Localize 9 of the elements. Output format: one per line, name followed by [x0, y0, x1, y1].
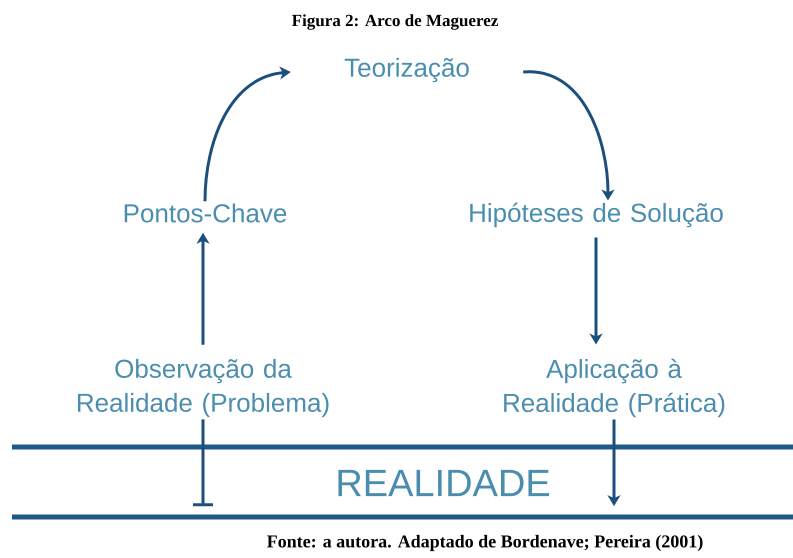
reality-band: REALIDADE	[12, 444, 793, 520]
arrow	[193, 419, 213, 506]
stage-label: Aplicação à Realidade (Prática)	[504, 358, 724, 418]
source-caption: Fonte: a autora. Adaptado de Bordenave; Pereira (2001)	[267, 534, 703, 552]
stage-label: Hipóteses de Solução	[470, 202, 723, 228]
stage-label: Teorização	[344, 58, 469, 82]
stage-label: Pontos-Chave	[124, 203, 286, 223]
stage-label: Observação da Realidade (Problema)	[78, 358, 328, 418]
figure-title: Figura 2: Arco de Maguerez	[292, 14, 498, 30]
